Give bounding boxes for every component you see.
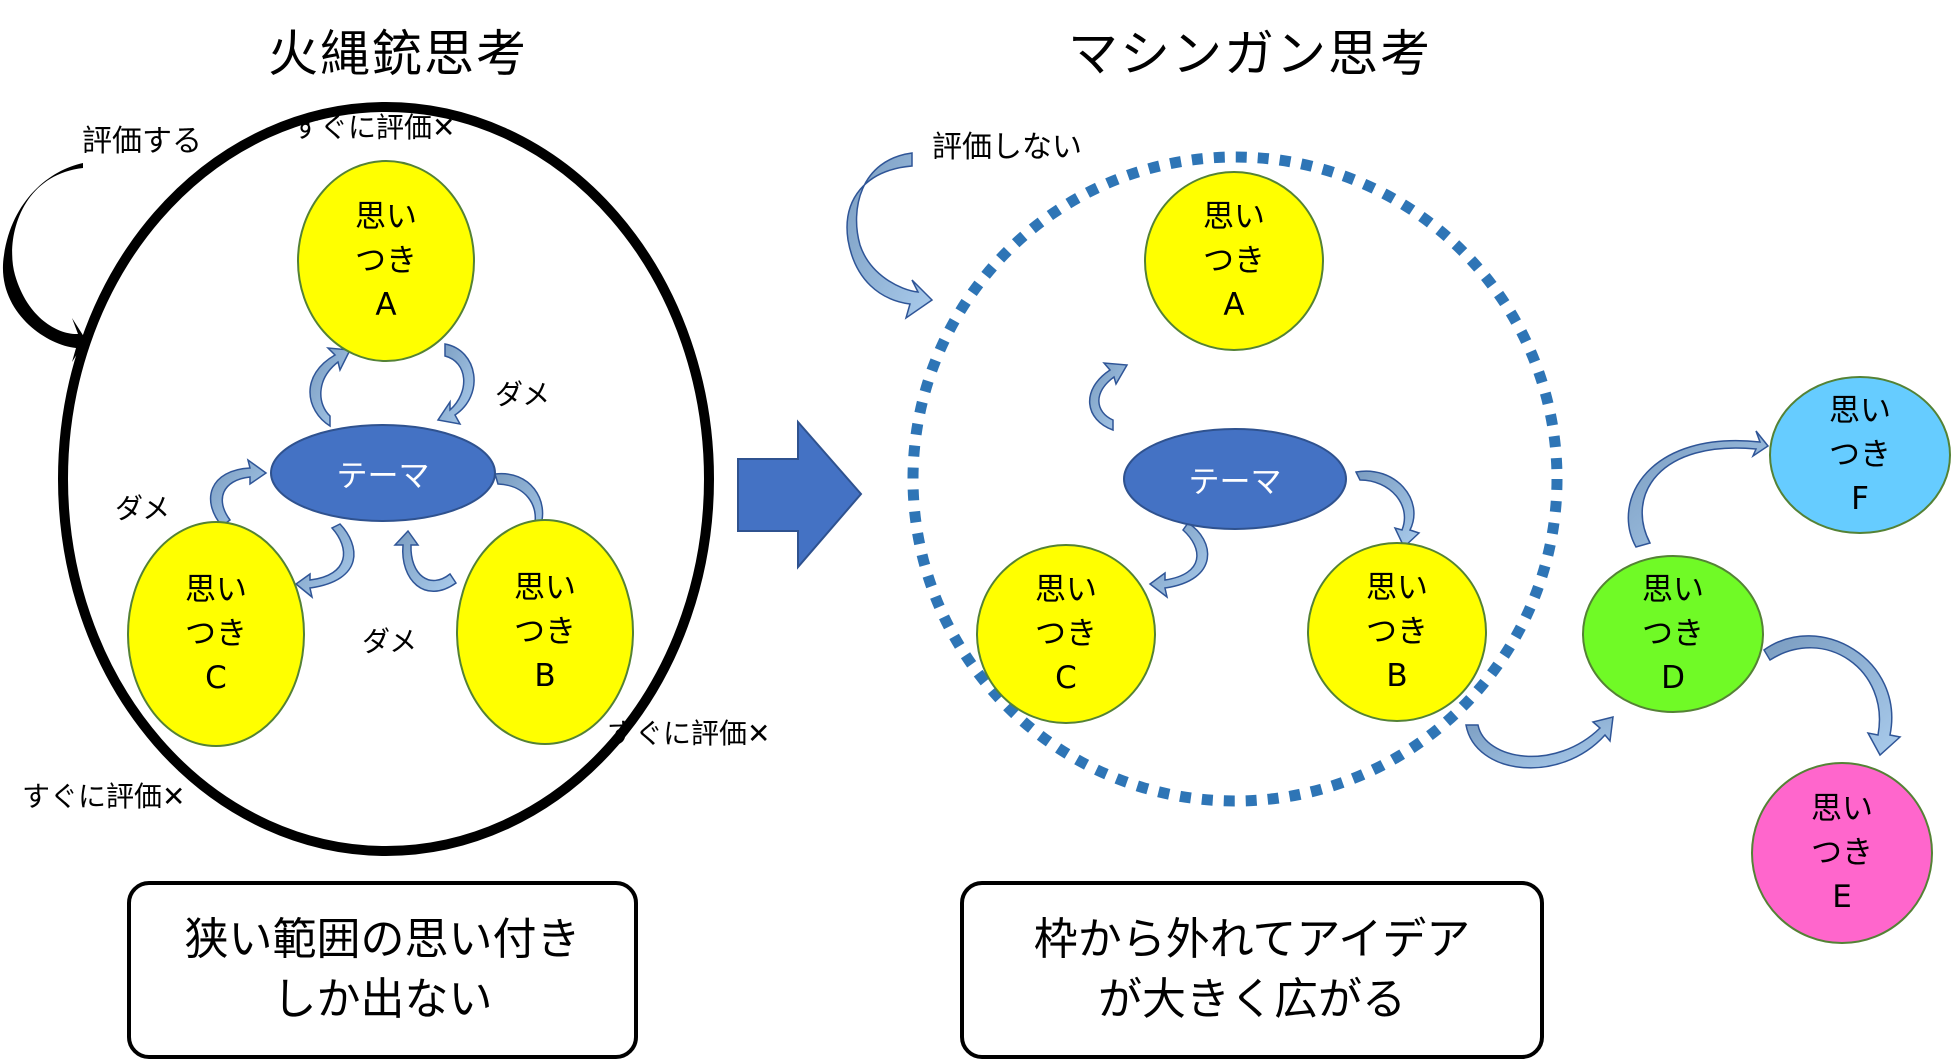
no-evaluate-label: 評価しない bbox=[932, 130, 1082, 165]
evaluate-label: 評価する bbox=[82, 124, 202, 159]
idea-letter: F bbox=[1851, 481, 1869, 517]
idea-line1: 思い bbox=[1035, 572, 1097, 608]
reject-label-b: ダメ bbox=[362, 625, 418, 658]
idea-node-c-left-text: 思い つき C bbox=[185, 568, 247, 700]
idea-node-a-left bbox=[297, 160, 475, 362]
idea-line2: つき bbox=[1811, 835, 1873, 871]
idea-line2: つき bbox=[1203, 243, 1265, 279]
curved-arrow-theme-to-c-right bbox=[1148, 521, 1209, 599]
idea-line2: つき bbox=[1366, 614, 1428, 650]
idea-line1: 思い bbox=[1642, 572, 1704, 608]
summary-right-line1: 枠から外れてアイデア bbox=[1033, 914, 1471, 965]
idea-letter: B bbox=[1386, 658, 1408, 694]
left-flow-arrows bbox=[209, 343, 552, 599]
theme-ellipse-right bbox=[1123, 428, 1347, 530]
idea-node-c-left bbox=[127, 521, 305, 747]
idea-node-e bbox=[1751, 762, 1933, 944]
summary-right-line2: が大きく広がる bbox=[1097, 974, 1406, 1025]
reject-label-a: ダメ bbox=[495, 378, 551, 411]
idea-line2: つき bbox=[1829, 437, 1891, 473]
idea-node-c-right bbox=[976, 544, 1156, 724]
no-immediate-eval-label-top: すぐに評価✕ bbox=[292, 111, 456, 144]
idea-node-b-right bbox=[1307, 542, 1487, 722]
curved-arrow-theme-to-a bbox=[309, 347, 352, 428]
curved-arrow-d-to-e bbox=[1763, 635, 1902, 757]
evaluation-frame bbox=[58, 102, 714, 856]
summary-box-left: 狭い範囲の思い付き しか出ない bbox=[127, 881, 638, 1059]
idea-line1: 思い bbox=[1366, 570, 1428, 606]
idea-letter: E bbox=[1832, 879, 1852, 915]
idea-node-f-text: 思い つき F bbox=[1829, 389, 1891, 521]
idea-node-a-right bbox=[1144, 171, 1324, 351]
idea-line1: 思い bbox=[514, 570, 576, 606]
idea-line2: つき bbox=[355, 243, 417, 279]
idea-letter: A bbox=[1223, 287, 1245, 323]
idea-line1: 思い bbox=[1811, 791, 1873, 827]
idea-letter: C bbox=[1055, 660, 1077, 696]
idea-node-a-right-text: 思い つき A bbox=[1203, 195, 1265, 327]
idea-node-e-text: 思い つき E bbox=[1811, 787, 1873, 919]
idea-line1: 思い bbox=[185, 572, 247, 608]
idea-letter: B bbox=[534, 658, 556, 694]
curved-arrow-theme-to-c bbox=[294, 523, 355, 599]
idea-line1: 思い bbox=[1829, 393, 1891, 429]
summary-left-line1: 狭い範囲の思い付き bbox=[184, 914, 581, 965]
title-machine-gun-thinking: マシンガン思考 bbox=[1068, 25, 1432, 83]
theme-ellipse-left bbox=[270, 424, 496, 522]
summary-left-line2: しか出ない bbox=[272, 974, 493, 1025]
no-immediate-eval-label-bottom: すぐに評価✕ bbox=[22, 780, 186, 813]
idea-line1: 思い bbox=[1203, 199, 1265, 235]
curved-arrow-a-to-theme bbox=[436, 343, 475, 426]
curved-arrow-d-to-f bbox=[1627, 430, 1770, 548]
no-immediate-eval-label-right: すぐに評価✕ bbox=[607, 717, 771, 750]
summary-box-right: 枠から外れてアイデア が大きく広がる bbox=[960, 881, 1544, 1059]
transition-arrow bbox=[737, 419, 863, 570]
idea-node-b-left bbox=[456, 519, 634, 745]
right-flow-arrows bbox=[1089, 362, 1902, 769]
idea-letter: C bbox=[205, 660, 227, 696]
curved-arrow-c-to-theme bbox=[209, 458, 268, 528]
idea-line2: つき bbox=[1642, 616, 1704, 652]
idea-node-d bbox=[1582, 555, 1764, 713]
reject-label-c: ダメ bbox=[115, 492, 171, 525]
idea-letter: D bbox=[1661, 660, 1685, 696]
idea-node-c-right-text: 思い つき C bbox=[1035, 568, 1097, 700]
idea-node-b-right-text: 思い つき B bbox=[1366, 566, 1428, 698]
idea-line1: 思い bbox=[355, 199, 417, 235]
curved-arrow-theme-to-a-right bbox=[1089, 362, 1129, 432]
theme-label-right: テーマ bbox=[1188, 464, 1282, 501]
no-evaluate-arrow bbox=[846, 152, 934, 320]
idea-node-b-left-text: 思い つき B bbox=[514, 566, 576, 698]
idea-line2: つき bbox=[185, 616, 247, 652]
curved-arrow-b-to-theme bbox=[393, 529, 458, 593]
idea-line2: つき bbox=[1035, 616, 1097, 652]
curved-arrow-theme-to-b-right bbox=[1354, 470, 1421, 549]
idea-node-d-text: 思い つき D bbox=[1642, 568, 1704, 700]
open-frame-dotted bbox=[907, 151, 1563, 807]
idea-node-a-left-text: 思い つき A bbox=[355, 195, 417, 327]
idea-node-f bbox=[1769, 376, 1951, 534]
curved-arrow-b-to-d bbox=[1465, 716, 1614, 769]
idea-letter: A bbox=[375, 287, 397, 323]
theme-label-left: テーマ bbox=[336, 458, 430, 495]
idea-line2: つき bbox=[514, 614, 576, 650]
evaluate-arrow bbox=[2, 163, 86, 362]
title-matchlock-thinking: 火縄銃思考 bbox=[268, 25, 528, 83]
